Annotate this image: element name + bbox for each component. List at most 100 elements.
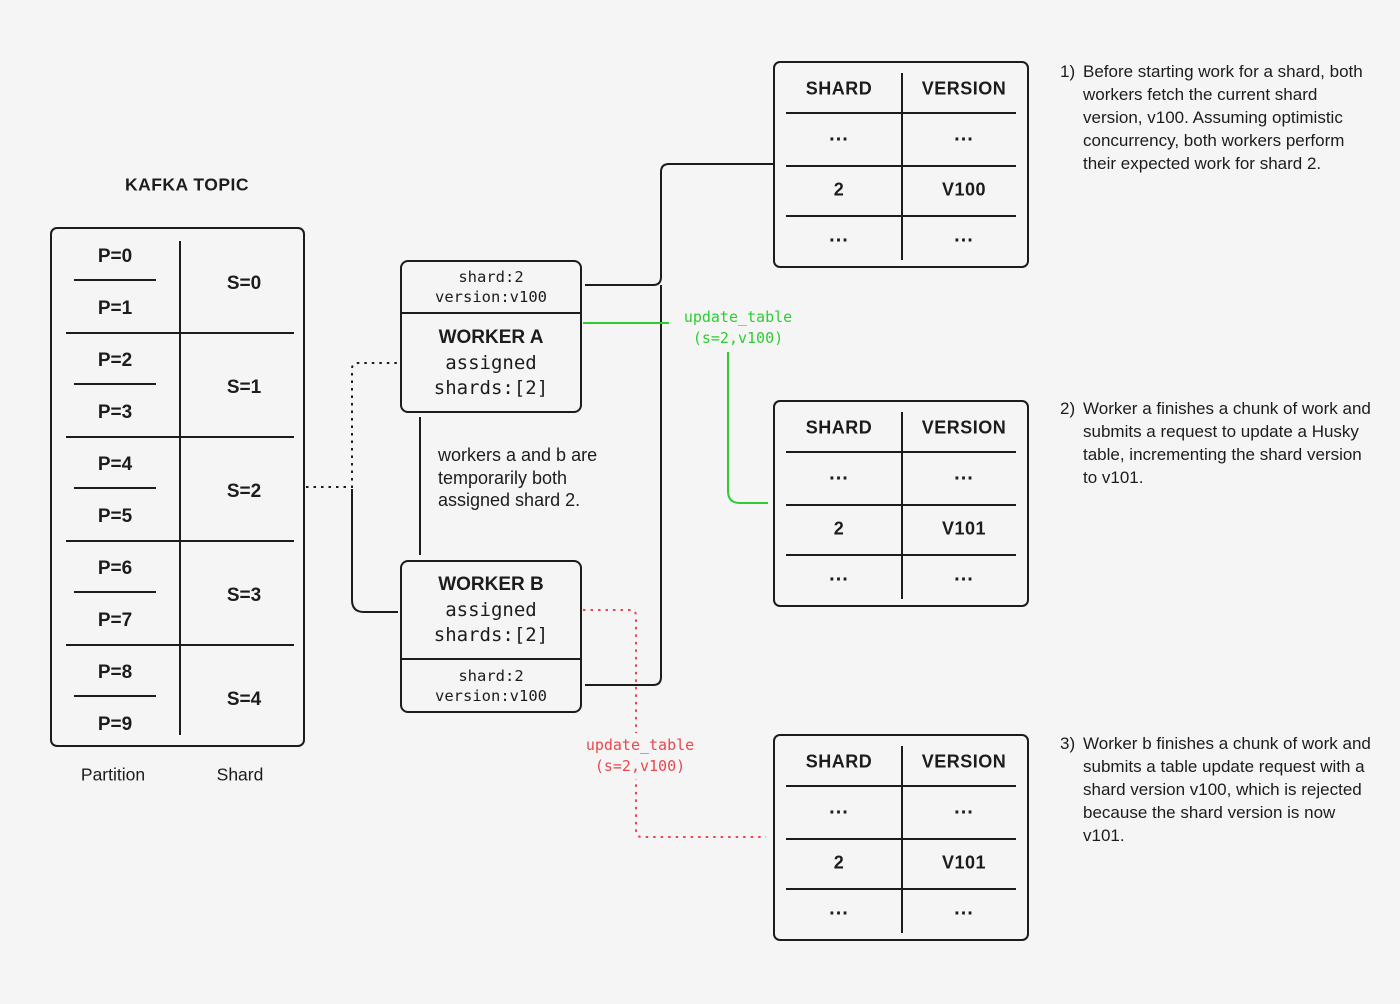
partition-cell: P=1 [97, 298, 133, 319]
worker-a-box: shard:2 version:v100 WORKER A assigned s… [400, 260, 582, 413]
both-assigned-note: workers a and b are temporarily both ass… [438, 445, 598, 510]
worker-a-name: WORKER A [438, 326, 544, 348]
partition-separator [74, 487, 156, 489]
worker-a-assigned-shards: shards:[2] [433, 376, 549, 399]
red-call-line2: (s=2,v100) [594, 757, 686, 775]
table-cell-shard2: 2 [833, 518, 845, 539]
partition-cell: P=0 [97, 246, 133, 267]
partition-axis-label: Partition [80, 764, 146, 785]
worker-b-fetched-version: shard:2 version:v100 [402, 658, 580, 711]
partition-cell: P=8 [97, 662, 133, 683]
table-cell-version: V101 [941, 518, 987, 539]
table-row-divider [786, 451, 1016, 453]
table-header-version: VERSION [921, 751, 1007, 772]
shard-cell: S=3 [226, 585, 262, 606]
partition-cell: P=4 [97, 454, 133, 475]
annotation-text: Worker a finishes a chunk of work and su… [1083, 399, 1371, 487]
annotation-number: 2) [1060, 399, 1076, 418]
table-cell: ... [829, 897, 849, 920]
worker-a-fetch-version: version:v100 [435, 288, 547, 306]
partition-cell: P=6 [97, 558, 133, 579]
partition-separator [74, 383, 156, 385]
table-cell: ... [954, 796, 974, 819]
table-cell-version: V101 [941, 852, 987, 873]
partition-cell: P=3 [97, 402, 133, 423]
table-cell: ... [829, 224, 849, 247]
table-header-shard: SHARD [805, 78, 873, 99]
partition-cell: P=7 [97, 610, 133, 631]
arrow-table-to-worker-a [585, 163, 773, 286]
annotation-step-3: 3) Worker b finishes a chunk of work and… [1060, 732, 1376, 847]
worker-b-update-call-label: update_table (s=2,v100) [576, 733, 704, 779]
green-call-line2: (s=2,v100) [692, 329, 784, 347]
table-cell: ... [829, 462, 849, 485]
kafka-group-separator [66, 436, 294, 438]
kafka-group-separator [66, 644, 294, 646]
table-header-version: VERSION [921, 78, 1007, 99]
kafka-group-separator [66, 332, 294, 334]
kafka-column-divider [179, 241, 181, 735]
worker-a-fetch-shard: shard:2 [458, 268, 524, 286]
table-row-divider [786, 504, 1016, 506]
worker-a-fetched-version: shard:2 version:v100 [402, 262, 580, 314]
annotation-step-2: 2) Worker a finishes a chunk of work and… [1060, 397, 1376, 489]
worker-a-update-call-label: update_table (s=2,v100) [677, 307, 799, 349]
table-row-divider [786, 165, 1016, 167]
worker-a-main: WORKER A assigned shards:[2] [402, 314, 580, 411]
annotation-number: 1) [1060, 62, 1076, 81]
table-cell: ... [954, 224, 974, 247]
partition-separator [74, 591, 156, 593]
table-row-divider [786, 112, 1016, 114]
worker-b-assigned-shards: shards:[2] [433, 624, 549, 646]
green-call-line1: update_table [683, 308, 793, 326]
kafka-topic-table: P=0 P=1 S=0 P=2 P=3 S=1 P=4 P=5 S=2 P=6 … [50, 227, 305, 747]
table-cell: ... [829, 123, 849, 146]
arrow-kafka-to-worker-b [351, 489, 398, 613]
shard-cell: S=2 [226, 481, 262, 502]
arrow-table-to-worker-b [585, 285, 662, 686]
annotation-step-1: 1) Before starting work for a shard, bot… [1060, 60, 1376, 175]
kafka-group-separator [66, 540, 294, 542]
partition-cell: P=5 [97, 506, 133, 527]
partition-cell: P=2 [97, 350, 133, 371]
table-row-divider [786, 785, 1016, 787]
table-cell: ... [954, 462, 974, 485]
table-cell-shard2: 2 [833, 179, 845, 200]
worker-b-box: WORKER B assigned shards:[2] shard:2 ver… [400, 560, 582, 713]
table-row-divider [786, 215, 1016, 217]
worker-b-main: WORKER B assigned shards:[2] [402, 562, 580, 658]
shard-cell: S=4 [226, 689, 262, 710]
kafka-topic-title: KAFKA TOPIC [124, 174, 250, 195]
shard-cell: S=1 [226, 377, 262, 398]
annotation-text: Worker b finishes a chunk of work and su… [1083, 734, 1371, 845]
table-cell: ... [954, 897, 974, 920]
annotation-number: 3) [1060, 734, 1076, 753]
annotation-text: Before starting work for a shard, both w… [1083, 62, 1363, 173]
arrow-kafka-to-worker-a [306, 362, 398, 488]
worker-b-fetch-shard: shard:2 [458, 666, 524, 685]
red-call-line1: update_table [585, 736, 695, 754]
worker-b-fetch-version: version:v100 [435, 686, 547, 705]
partition-cell: P=9 [97, 714, 133, 735]
table-row-divider [786, 838, 1016, 840]
partition-separator [74, 279, 156, 281]
table-cell: ... [954, 563, 974, 586]
worker-b-assigned: assigned [445, 599, 537, 621]
table-row-divider [786, 888, 1016, 890]
table-header-shard: SHARD [805, 417, 873, 438]
shard-version-table-1: SHARD VERSION ... ... 2 V100 ... ... [773, 61, 1029, 268]
worker-b-name: WORKER B [438, 574, 544, 595]
table-header-version: VERSION [921, 417, 1007, 438]
red-arrow-to-table [583, 609, 766, 838]
table-cell: ... [829, 563, 849, 586]
shard-version-table-3: SHARD VERSION ... ... 2 V101 ... ... [773, 734, 1029, 941]
partition-separator [74, 695, 156, 697]
table-cell: ... [829, 796, 849, 819]
table-row-divider [786, 554, 1016, 556]
table-cell-shard2: 2 [833, 852, 845, 873]
table-header-shard: SHARD [805, 751, 873, 772]
table-cell-version: V100 [941, 179, 987, 200]
table-cell: ... [954, 123, 974, 146]
